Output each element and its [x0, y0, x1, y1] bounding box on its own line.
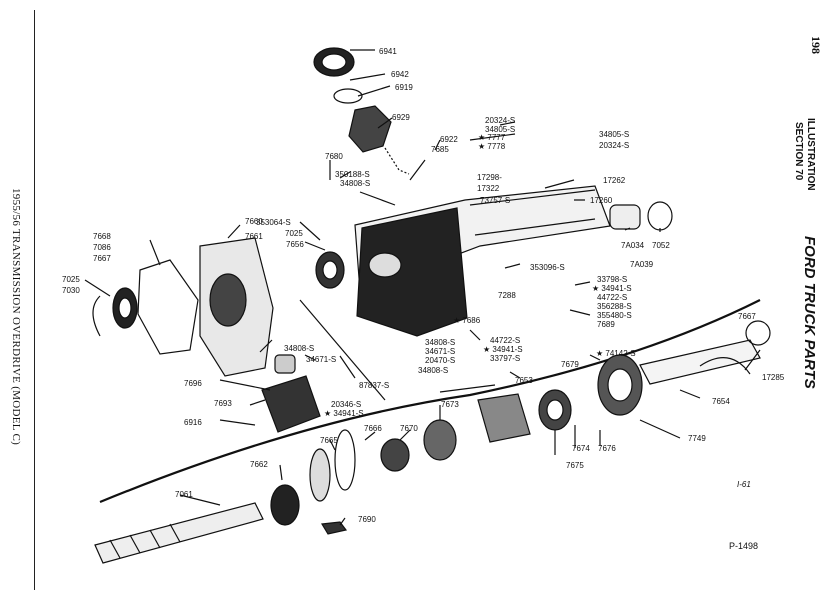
margin-rule — [34, 10, 35, 590]
part-label: ★ 34941-S — [592, 284, 632, 293]
part-label: 44722-S — [597, 293, 628, 302]
part-label: 20324-S — [599, 141, 630, 150]
part-label: ★ 7777 — [478, 133, 506, 142]
part-label: 7680 — [325, 152, 343, 161]
part-label: 7666 — [364, 424, 382, 433]
part-label: 7653 — [515, 376, 533, 385]
part-label: 34671-S — [425, 347, 456, 356]
part-label: ★ 34941-S — [324, 409, 364, 418]
part-label: 7665 — [320, 436, 338, 445]
part-label: 20346-S — [331, 400, 362, 409]
part-label: 7061 — [175, 490, 193, 499]
part-label: 7025 — [62, 275, 80, 284]
part-label: 34805-S — [485, 125, 516, 134]
part-label: 34805-S — [599, 130, 630, 139]
part-label: 34808-S — [418, 366, 449, 375]
part-label: 6942 — [391, 70, 409, 79]
part-label: 17260 — [590, 196, 613, 205]
part-label: 20324-S — [485, 116, 516, 125]
part-label: 7696 — [184, 379, 202, 388]
part-label: 87837-S — [359, 381, 390, 390]
part-label: 7662 — [250, 460, 268, 469]
part-label: 355480-S — [597, 311, 632, 320]
part-label: 33798-S — [597, 275, 628, 284]
part-label: 7052 — [652, 241, 670, 250]
part-label: 7660 — [245, 217, 263, 226]
part-label: 7656 — [286, 240, 304, 249]
part-label: 7288 — [498, 291, 516, 300]
part-label: 7654 — [712, 397, 730, 406]
part-label: ★ 34941-S — [483, 345, 523, 354]
part-label: ★ 74142-S — [596, 349, 636, 358]
plate-number: P-1498 — [729, 541, 759, 551]
part-label: 17322 — [477, 184, 500, 193]
part-label: 7667 — [93, 254, 111, 263]
part-label: 7025 — [285, 229, 303, 238]
part-label: 7670 — [400, 424, 418, 433]
part-label: 356288-S — [597, 302, 632, 311]
part-label: 17262 — [603, 176, 626, 185]
figure-code: I-61 — [737, 480, 751, 489]
part-label: ★ 7686 — [453, 316, 481, 325]
part-label: 17298- — [477, 173, 502, 182]
part-label: 7086 — [93, 243, 111, 252]
part-label: 353064-S — [256, 218, 291, 227]
part-label: 353096-S — [530, 263, 565, 272]
part-label: 20470-S — [425, 356, 456, 365]
part-label: 17285 — [762, 373, 785, 382]
part-label: 34808-S — [425, 338, 456, 347]
part-label: ★ 7778 — [478, 142, 506, 151]
part-label: 7749 — [688, 434, 706, 443]
part-label: 7674 — [572, 444, 590, 453]
part-label: 6929 — [392, 113, 410, 122]
part-label: 6916 — [184, 418, 202, 427]
part-label: 6941 — [379, 47, 397, 56]
part-label: 7693 — [214, 399, 232, 408]
part-label: 7667 — [738, 312, 756, 321]
part-label: 7A039 — [630, 260, 654, 269]
part-label: 7673 — [441, 400, 459, 409]
part-label: 7685 — [431, 145, 449, 154]
part-label: 6919 — [395, 83, 413, 92]
part-label: 34671-S — [306, 355, 337, 364]
part-label: 7A034 — [621, 241, 645, 250]
part-label: 7675 — [566, 461, 584, 470]
part-label: 7690 — [358, 515, 376, 524]
part-label: 73757-S — [480, 196, 511, 205]
part-label: 6922 — [440, 135, 458, 144]
part-label: 44722-S — [490, 336, 521, 345]
part-label: 34808-S — [340, 179, 371, 188]
part-label: 34808-S — [284, 344, 315, 353]
part-label: 7668 — [93, 232, 111, 241]
part-label: 7689 — [597, 320, 615, 329]
part-label: 33797-S — [490, 354, 521, 363]
part-label: 7676 — [598, 444, 616, 453]
part-label: 350188-S — [335, 170, 370, 179]
part-label: 7679 — [561, 360, 579, 369]
part-label: 7661 — [245, 232, 263, 241]
part-label: 7030 — [62, 286, 80, 295]
